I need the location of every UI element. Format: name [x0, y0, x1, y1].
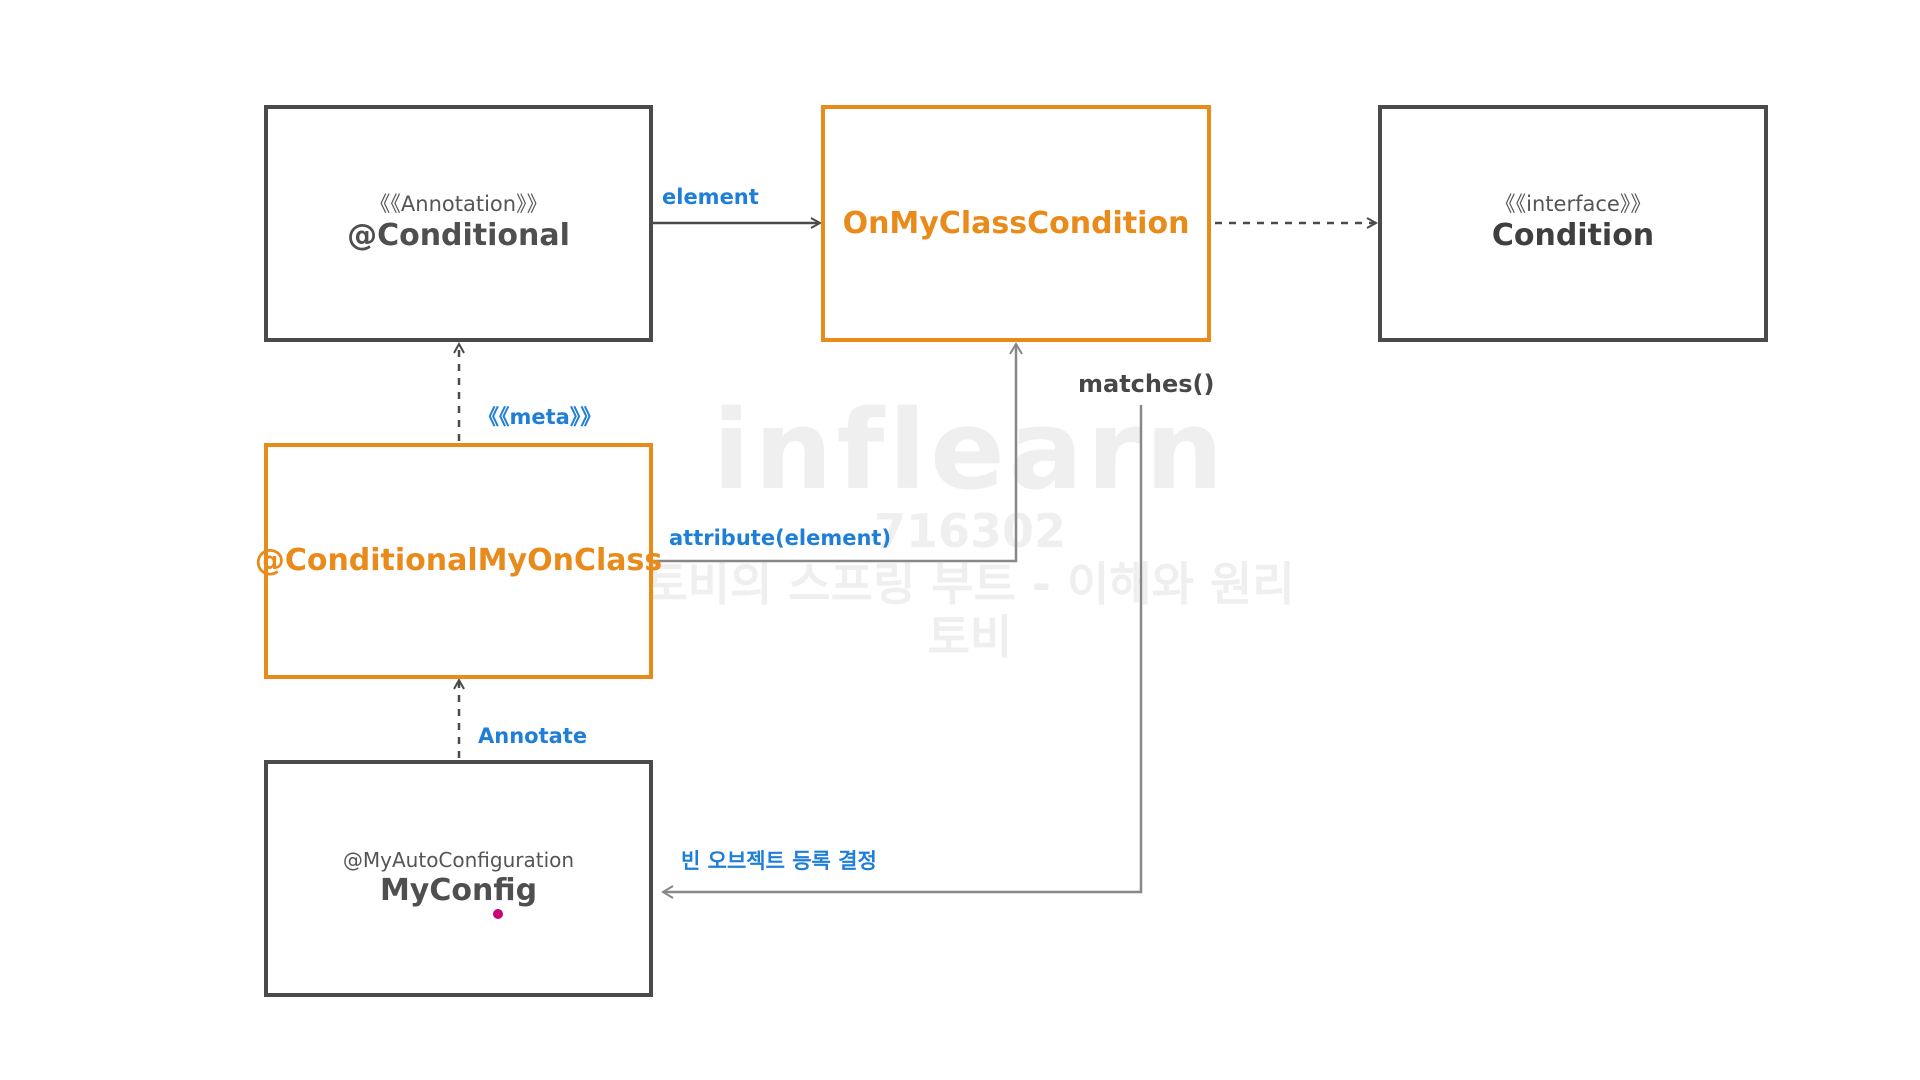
attribute-label: attribute(element): [669, 526, 892, 550]
attribute-arrow: [653, 342, 1023, 563]
conditional-annotation-box: 《《Annotation》》 @Conditional: [264, 105, 653, 342]
myautoconfiguration-annotation: @MyAutoConfiguration: [342, 847, 575, 872]
pointer-dot: [493, 909, 503, 919]
conditionalmyonclass-box: @ConditionalMyOnClass: [255, 443, 662, 679]
annotation-stereotype: 《《Annotation》》: [369, 192, 548, 217]
conditionalmyonclass-name: @ConditionalMyOnClass: [254, 543, 663, 579]
conditional-name: @Conditional: [347, 218, 570, 254]
condition-name: Condition: [1491, 218, 1655, 254]
annotate-label: Annotate: [478, 724, 588, 748]
matches-return-arrow: [661, 405, 1143, 899]
interface-stereotype: 《《interface》》: [1494, 192, 1652, 217]
meta-label: 《《meta》》: [478, 405, 602, 429]
myconfig-box: @MyAutoConfiguration MyConfig: [264, 760, 653, 997]
matches-label: matches(): [1078, 370, 1215, 398]
myconfig-name: MyConfig: [379, 872, 538, 908]
bean-decision-label: 빈 오브젝트 등록 결정: [681, 849, 877, 873]
onmyclasscondition-box: OnMyClassCondition: [821, 105, 1211, 342]
condition-interface-box: 《《interface》》 Condition: [1378, 105, 1768, 342]
element-label: element: [662, 185, 759, 209]
onmyclasscondition-name: OnMyClassCondition: [842, 205, 1190, 241]
